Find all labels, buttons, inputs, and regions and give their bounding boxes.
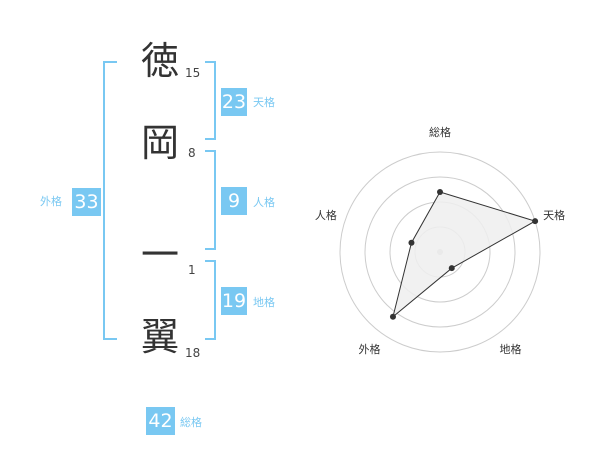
jinkaku-badge: 9: [221, 187, 247, 215]
radar-point: [448, 265, 455, 272]
radar-ring: [339, 151, 541, 353]
chikaku-bracket: [205, 260, 216, 340]
soukaku-label: 総格: [180, 416, 202, 429]
radar-axis-label: 総格: [429, 125, 451, 139]
radar-point: [532, 218, 539, 225]
jinkaku-label: 人格: [253, 196, 275, 209]
tenkaku-label: 天格: [253, 96, 275, 109]
stroke-count-2: 8: [188, 146, 196, 160]
gaikaku-label: 外格: [40, 195, 62, 208]
stroke-count-4: 18: [185, 346, 201, 360]
tenkaku-bracket: [205, 61, 216, 140]
radar-point: [389, 313, 396, 320]
radar-points: [389, 189, 539, 320]
gaikaku-badge: 33: [72, 188, 101, 216]
radar-axis-label: 人格: [315, 208, 337, 222]
radar-point: [408, 239, 415, 246]
soukaku-badge: 42: [146, 407, 175, 435]
name-char-3: 一: [140, 233, 179, 277]
radar-ring: [364, 176, 516, 328]
radar-axis-label: 地格: [500, 342, 522, 356]
gaikaku-bracket: [103, 61, 117, 340]
radar-axis-label: 外格: [358, 342, 380, 356]
jinkaku-bracket: [205, 150, 216, 250]
chikaku-label: 地格: [253, 296, 275, 309]
name-char-2: 岡: [140, 121, 179, 165]
tenkaku-badge: 23: [221, 88, 247, 116]
name-char-1: 徳: [140, 39, 179, 83]
radar-axis-label: 天格: [543, 208, 565, 222]
chikaku-badge: 19: [221, 287, 247, 315]
stroke-count-1: 15: [185, 66, 201, 80]
stroke-count-3: 1: [188, 263, 196, 277]
radar-area: [392, 191, 537, 319]
name-char-4: 翼: [140, 315, 179, 359]
radar-point: [437, 189, 443, 195]
